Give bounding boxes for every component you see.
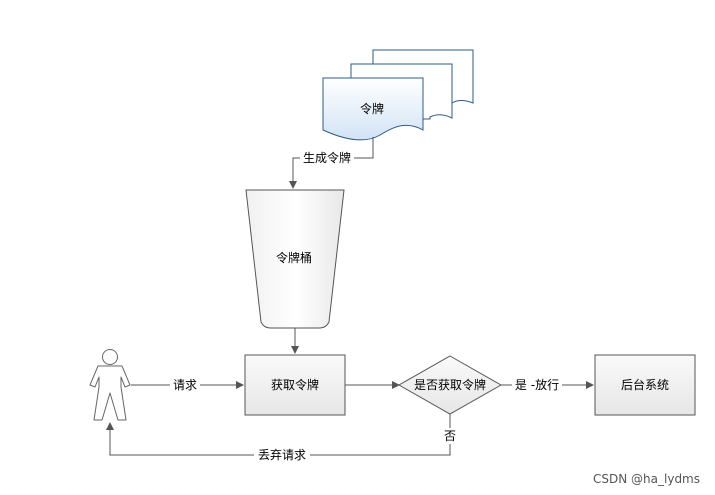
backend-box: 后台系统 <box>594 354 696 416</box>
decision-label: 是否获取令牌 <box>414 377 486 392</box>
token-bucket-shape: 令牌桶 <box>245 189 345 329</box>
user-icon <box>89 349 131 421</box>
token-documents-shape: 令牌 <box>322 49 474 141</box>
edge-no-discard: 否 丢弃请求 <box>106 414 457 463</box>
token-bucket-label: 令牌桶 <box>276 250 312 265</box>
user-head <box>102 349 118 365</box>
document-front <box>322 77 424 141</box>
token-bucket-body <box>245 189 345 329</box>
edge-yes-label: 是 -放行 <box>515 377 559 392</box>
get-token-label: 获取令牌 <box>271 377 319 392</box>
watermark: CSDN @ha_lydms <box>593 472 700 486</box>
edge-generate-label: 生成令牌 <box>303 150 351 165</box>
backend-label: 后台系统 <box>621 377 669 392</box>
edge-yes-pass: 是 -放行 <box>501 377 594 393</box>
get-token-box: 获取令牌 <box>244 354 346 416</box>
user-body <box>89 365 131 421</box>
edge-discard-label: 丢弃请求 <box>258 447 306 462</box>
edge-generate-token: 生成令牌 <box>289 137 374 189</box>
token-documents-label: 令牌 <box>360 101 384 116</box>
edge-request: 请求 <box>131 377 244 393</box>
edge-request-label: 请求 <box>173 378 197 392</box>
decision-diamond: 是否获取令牌 <box>397 355 503 415</box>
edge-no-label: 否 <box>444 429 456 443</box>
